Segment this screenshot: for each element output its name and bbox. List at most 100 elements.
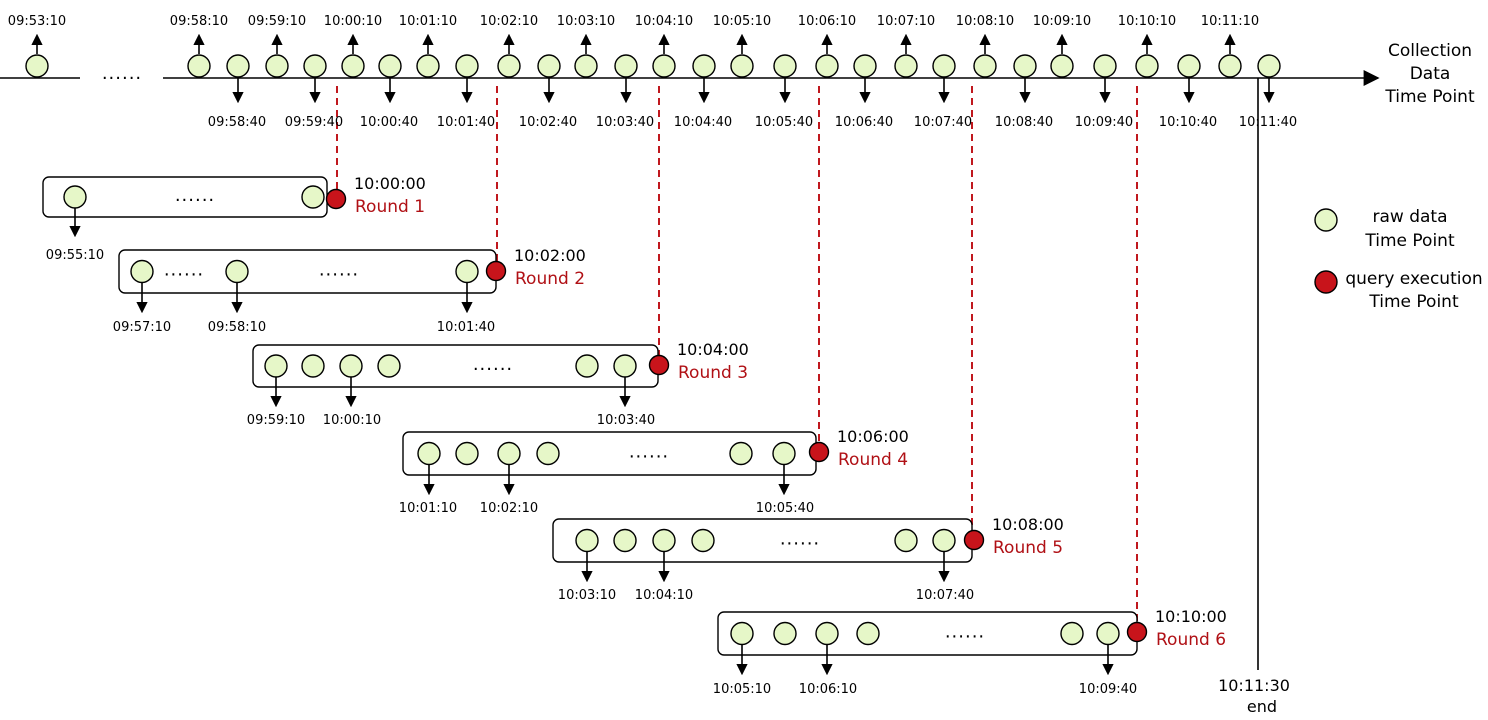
timeline-label: 10:07:10 bbox=[877, 14, 935, 29]
round-timestamp: 10:07:40 bbox=[916, 588, 974, 603]
raw-data-point bbox=[536, 441, 560, 466]
timeline-label: 10:05:10 bbox=[713, 14, 771, 29]
timeline-label: 10:11:10 bbox=[1201, 14, 1259, 29]
raw-data-point bbox=[130, 259, 154, 284]
raw-data-point bbox=[652, 54, 676, 78]
query-execution-point bbox=[648, 354, 670, 376]
timeline-ellipsis: ...... bbox=[102, 63, 142, 84]
legend-raw-label: raw data bbox=[1372, 207, 1447, 227]
raw-data-point bbox=[575, 528, 599, 553]
query-execution-point bbox=[325, 188, 347, 210]
raw-data-point bbox=[265, 54, 289, 78]
raw-data-point bbox=[894, 528, 918, 553]
round-timestamp: 10:02:10 bbox=[480, 501, 538, 516]
round-label: Round 4 bbox=[838, 450, 908, 470]
round-timestamp: 10:09:40 bbox=[1079, 682, 1137, 697]
axis-title: Data bbox=[1410, 64, 1451, 84]
end-time: 10:11:30 bbox=[1218, 676, 1290, 695]
timeline-label: 09:59:10 bbox=[248, 14, 306, 29]
raw-data-point bbox=[691, 528, 715, 553]
legend-raw-point bbox=[1314, 208, 1338, 232]
round-timestamp: 10:05:10 bbox=[713, 682, 771, 697]
timeline-label: 10:11:40 bbox=[1239, 115, 1297, 130]
end-label: end bbox=[1247, 697, 1277, 716]
round-time: 10:06:00 bbox=[837, 427, 909, 446]
raw-data-point bbox=[772, 441, 796, 466]
timeline-label: 10:02:40 bbox=[519, 115, 577, 130]
timeline-label: 10:04:40 bbox=[674, 115, 732, 130]
query-execution-point bbox=[808, 441, 830, 463]
round-timestamp: 10:04:10 bbox=[635, 588, 693, 603]
raw-data-point bbox=[226, 54, 250, 78]
raw-data-point bbox=[455, 259, 479, 284]
legend-query-point bbox=[1314, 270, 1338, 294]
raw-data-point bbox=[1093, 54, 1117, 78]
round-timestamp: 10:05:40 bbox=[756, 501, 814, 516]
query-execution-point bbox=[963, 529, 985, 551]
raw-data-point bbox=[853, 54, 877, 78]
timeline-label: 10:02:10 bbox=[480, 14, 538, 29]
raw-data-point bbox=[692, 54, 716, 78]
round-ellipsis: ...... bbox=[473, 354, 513, 375]
raw-data-point bbox=[497, 441, 521, 466]
timeline-label: 10:10:40 bbox=[1159, 115, 1217, 130]
timeline-label: 10:05:40 bbox=[755, 115, 813, 130]
round-timestamp: 09:55:10 bbox=[46, 248, 104, 263]
axis-title: Time Point bbox=[1384, 87, 1475, 107]
timeline-label: 09:58:40 bbox=[208, 115, 266, 130]
round-timestamp: 10:01:10 bbox=[399, 501, 457, 516]
round-ellipsis: ...... bbox=[175, 185, 215, 206]
raw-data-point bbox=[1050, 54, 1074, 78]
raw-data-point bbox=[574, 54, 598, 78]
query-execution-point bbox=[1126, 621, 1148, 643]
raw-data-point bbox=[613, 354, 637, 378]
raw-data-point bbox=[1177, 54, 1201, 78]
raw-data-point bbox=[932, 528, 956, 553]
round-timestamp: 10:03:10 bbox=[558, 588, 616, 603]
raw-data-point bbox=[652, 528, 676, 553]
raw-data-point bbox=[417, 441, 441, 466]
raw-data-point bbox=[187, 54, 211, 78]
raw-data-point bbox=[225, 259, 249, 284]
round-time: 10:10:00 bbox=[1155, 607, 1227, 626]
round-ellipsis: ...... bbox=[319, 260, 359, 281]
raw-data-point bbox=[730, 621, 754, 646]
raw-data-point bbox=[303, 54, 327, 78]
timeline-label: 10:09:10 bbox=[1033, 14, 1091, 29]
round-timestamp: 09:57:10 bbox=[113, 320, 171, 335]
raw-data-point bbox=[25, 54, 49, 78]
raw-data-point bbox=[497, 54, 521, 78]
round-ellipsis: ...... bbox=[164, 260, 204, 281]
raw-data-point bbox=[773, 54, 797, 78]
raw-data-point bbox=[613, 528, 637, 553]
raw-data-point bbox=[378, 54, 402, 78]
query-guide-lines bbox=[336, 86, 1138, 622]
raw-data-point bbox=[973, 54, 997, 78]
round-time: 10:08:00 bbox=[992, 515, 1064, 534]
timeline-label: 10:08:40 bbox=[995, 115, 1053, 130]
raw-data-point bbox=[301, 185, 325, 209]
raw-data-point bbox=[1135, 54, 1159, 78]
round-label: Round 6 bbox=[1156, 630, 1226, 650]
raw-data-point bbox=[614, 54, 638, 78]
raw-data-point bbox=[341, 54, 365, 78]
round-timestamp: 10:03:40 bbox=[597, 413, 655, 428]
round-label: Round 3 bbox=[678, 363, 748, 383]
raw-data-point bbox=[815, 621, 839, 646]
round-ellipsis: ...... bbox=[945, 622, 985, 643]
timeline-label: 10:03:10 bbox=[557, 14, 615, 29]
round-label: Round 5 bbox=[993, 538, 1063, 558]
raw-data-point bbox=[773, 621, 797, 646]
round-ellipsis: ...... bbox=[629, 442, 669, 463]
raw-data-point bbox=[339, 354, 363, 378]
raw-data-point bbox=[377, 354, 401, 378]
raw-data-point bbox=[1218, 54, 1242, 78]
raw-data-point bbox=[730, 54, 754, 78]
raw-data-point bbox=[575, 354, 599, 378]
timeline-label: 10:07:40 bbox=[914, 115, 972, 130]
round-time: 10:00:00 bbox=[354, 174, 426, 193]
raw-data-point bbox=[932, 54, 956, 78]
query-execution-point bbox=[485, 260, 507, 282]
raw-data-point bbox=[894, 54, 918, 78]
timeline-label: 09:59:40 bbox=[285, 115, 343, 130]
